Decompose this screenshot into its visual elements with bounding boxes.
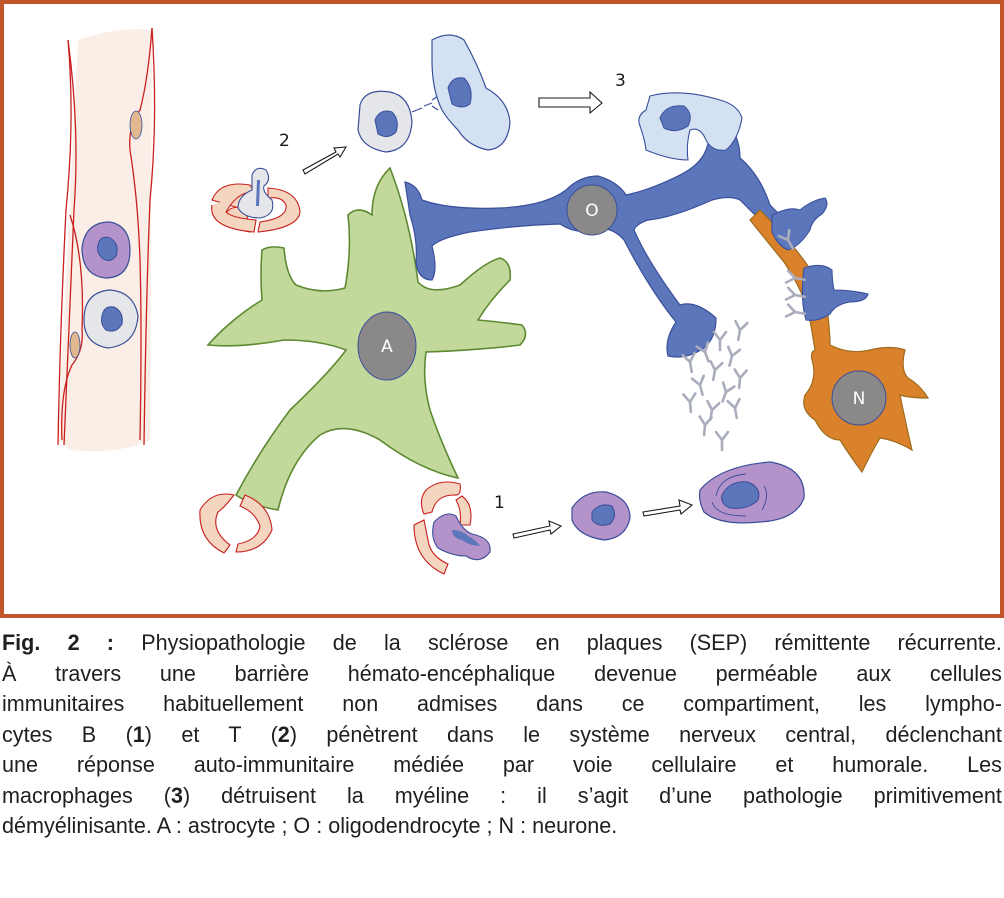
blood-vessel xyxy=(57,27,156,452)
plasma-cell xyxy=(698,461,805,524)
antibody-icon xyxy=(734,319,749,342)
antibody-icon xyxy=(784,286,807,301)
step-2-label: 2 xyxy=(279,131,290,151)
oligodendrocyte: O xyxy=(404,125,781,358)
b-lymphocyte xyxy=(571,491,631,541)
astrocyte-label: A xyxy=(381,337,393,357)
antibody-icon xyxy=(714,430,730,452)
antibody-icon xyxy=(777,228,795,250)
b-lymphocyte-crossing xyxy=(413,481,491,575)
antibody-icon xyxy=(698,415,713,437)
antibody-icon xyxy=(712,330,728,352)
antibody-icon xyxy=(682,392,697,414)
antigen-presenting-cell xyxy=(431,34,511,151)
ref-2: 2 xyxy=(277,721,290,747)
caption-text: cytes B ( xyxy=(2,721,133,747)
ref-1: 1 xyxy=(132,721,145,747)
astrocyte-endfoot xyxy=(199,493,273,554)
antibody-icon xyxy=(784,303,807,318)
antibody-icon xyxy=(690,374,706,396)
caption-text: ) détruisent la myéline : il s’agit d’un… xyxy=(182,782,1002,808)
t-lymphocyte-crossing xyxy=(211,167,301,233)
macrophage xyxy=(638,92,743,161)
oligodendrocyte-nucleus xyxy=(566,184,618,236)
caption-line: À travers une barrière hémato-encéphaliq… xyxy=(2,660,1002,686)
neuron: N xyxy=(749,197,930,474)
myelin-segment xyxy=(771,197,828,251)
antibody-icon xyxy=(681,351,696,374)
t-lymphocyte-activated xyxy=(357,90,439,153)
antibody-cluster xyxy=(681,228,807,452)
astrocyte: A xyxy=(206,166,527,511)
oligodendrocyte-label: O xyxy=(585,201,598,221)
antibody-icon xyxy=(695,341,710,363)
astrocyte-nucleus xyxy=(357,311,417,381)
antibody-icon xyxy=(709,359,724,382)
antibody-icon xyxy=(726,397,741,420)
arrow-icon xyxy=(512,520,563,539)
figure-label: Fig. 2 : xyxy=(2,630,114,655)
antibody-icon xyxy=(726,345,742,367)
arrow-icon xyxy=(538,90,603,115)
antibody-icon xyxy=(721,381,736,403)
caption-text: Physiopathologie de la sclérose en plaqu… xyxy=(113,630,1002,655)
caption-line: immunitaires habituellement non admises … xyxy=(2,691,1002,716)
figure-diagram: A O N xyxy=(0,0,1004,618)
neuron-label: N xyxy=(853,389,866,409)
ref-3: 3 xyxy=(170,782,183,808)
caption-text: ) pénètrent dans le système nerveux cent… xyxy=(289,721,1002,747)
arrow-icon xyxy=(302,146,348,175)
endothelial-nucleus xyxy=(129,110,143,140)
myelin-segment xyxy=(801,264,869,321)
neuron-nucleus xyxy=(831,370,887,426)
caption-line: Fig. 2 : Physiopathologie de la sclérose… xyxy=(2,628,1002,659)
caption-line: cytes B (1) et T (2) pénètrent dans le s… xyxy=(2,720,1002,751)
caption-line: macrophages (3) détruisent la myéline : … xyxy=(2,781,1002,812)
endothelial-nucleus xyxy=(69,331,81,359)
figure-caption: Fig. 2 : Physiopathologie de la sclérose… xyxy=(2,628,1002,842)
arrow-icon xyxy=(642,499,694,517)
caption-text: macrophages ( xyxy=(2,782,171,808)
antibody-icon xyxy=(733,368,748,390)
step-3-label: 3 xyxy=(615,71,626,91)
antibody-icon xyxy=(784,269,807,284)
figure-border xyxy=(0,0,1004,618)
step-1-label: 1 xyxy=(494,493,505,513)
caption-text: ) et T ( xyxy=(144,721,278,747)
caption-line: une réponse auto-immunitaire médiée par … xyxy=(2,752,1002,777)
caption-line: démyélinisante. A : astrocyte ; O : olig… xyxy=(2,813,618,838)
